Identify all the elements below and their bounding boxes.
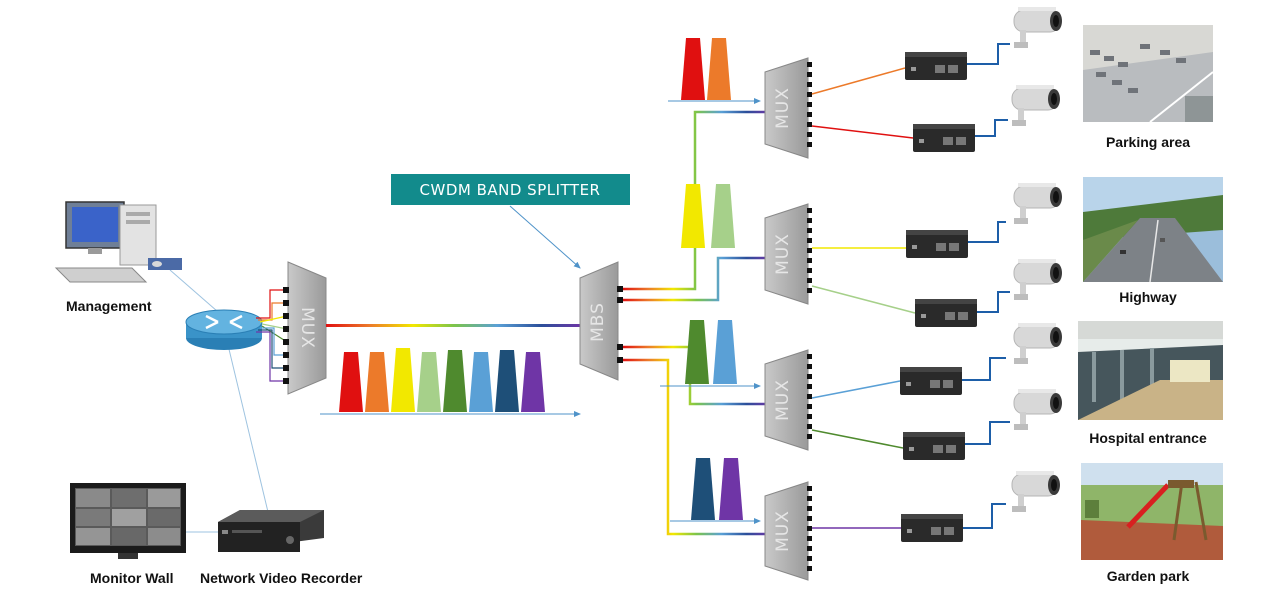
camera-icon-6 (1013, 388, 1063, 431)
trunk-fiber (326, 324, 582, 327)
garden-park-photo (1081, 463, 1223, 560)
mbs-label: MBS (588, 302, 608, 342)
mux-parking-label: MUX (773, 87, 793, 129)
mux-garden: MUX (764, 481, 812, 581)
site-label-hospital: Hospital entrance (1089, 430, 1207, 446)
nvr-icon (218, 510, 324, 552)
camera-icon-7 (1011, 470, 1061, 513)
camera-cables (962, 43, 1010, 529)
parking-area-photo (1083, 25, 1214, 123)
banner-text: CWDM BAND SPLITTER (420, 181, 601, 199)
spectrum-branch-3 (660, 320, 761, 389)
camera-icon-1 (1013, 6, 1063, 49)
cwdm-band-splitter-banner: CWDM BAND SPLITTER (391, 174, 630, 205)
management-label: Management (66, 298, 152, 314)
mux-garden-label: MUX (773, 510, 793, 552)
router-icon (185, 309, 263, 350)
camera-icon-2 (1011, 84, 1061, 127)
banner-pointer (509, 205, 581, 269)
site-label-garden: Garden park (1107, 568, 1190, 584)
management-computer-icon (54, 201, 182, 283)
highway-photo (1083, 177, 1223, 283)
nvr-label: Network Video Recorder (200, 570, 363, 586)
left-mux-label: MUX (297, 307, 317, 349)
camera-icon-5 (1013, 322, 1063, 365)
mux-parking: MUX (764, 57, 812, 159)
site-label-highway: Highway (1119, 289, 1177, 305)
link-router-nvr (227, 344, 269, 513)
mux-converter-fibers (811, 67, 916, 529)
media-converter-1 (905, 52, 967, 80)
site-label-parking: Parking area (1106, 134, 1190, 150)
spectrum-branch-4 (670, 458, 761, 524)
camera-icon-4 (1013, 258, 1063, 301)
wavelength-spectrum-8 (320, 348, 581, 417)
hospital-entrance-photo (1078, 321, 1223, 420)
router-mux-fibers (256, 289, 288, 382)
mux-hospital-label: MUX (773, 379, 793, 421)
spectrum-branch-1 (668, 38, 761, 104)
camera-icon-3 (1013, 182, 1063, 225)
media-converter-7 (901, 514, 963, 542)
left-mux: MUX (283, 261, 327, 395)
mbs-splitter: MBS (579, 261, 623, 381)
media-converter-4 (915, 299, 977, 327)
mux-hospital: MUX (764, 349, 812, 451)
spectrum-branch-2 (681, 184, 735, 248)
media-converter-2 (913, 124, 975, 152)
mux-highway: MUX (764, 203, 812, 305)
media-converter-6 (903, 432, 965, 460)
monitor-wall-icon (70, 483, 186, 559)
media-converter-3 (906, 230, 968, 258)
mux-highway-label: MUX (773, 233, 793, 275)
monitor-wall-label: Monitor Wall (90, 570, 173, 586)
media-converter-5 (900, 367, 962, 395)
